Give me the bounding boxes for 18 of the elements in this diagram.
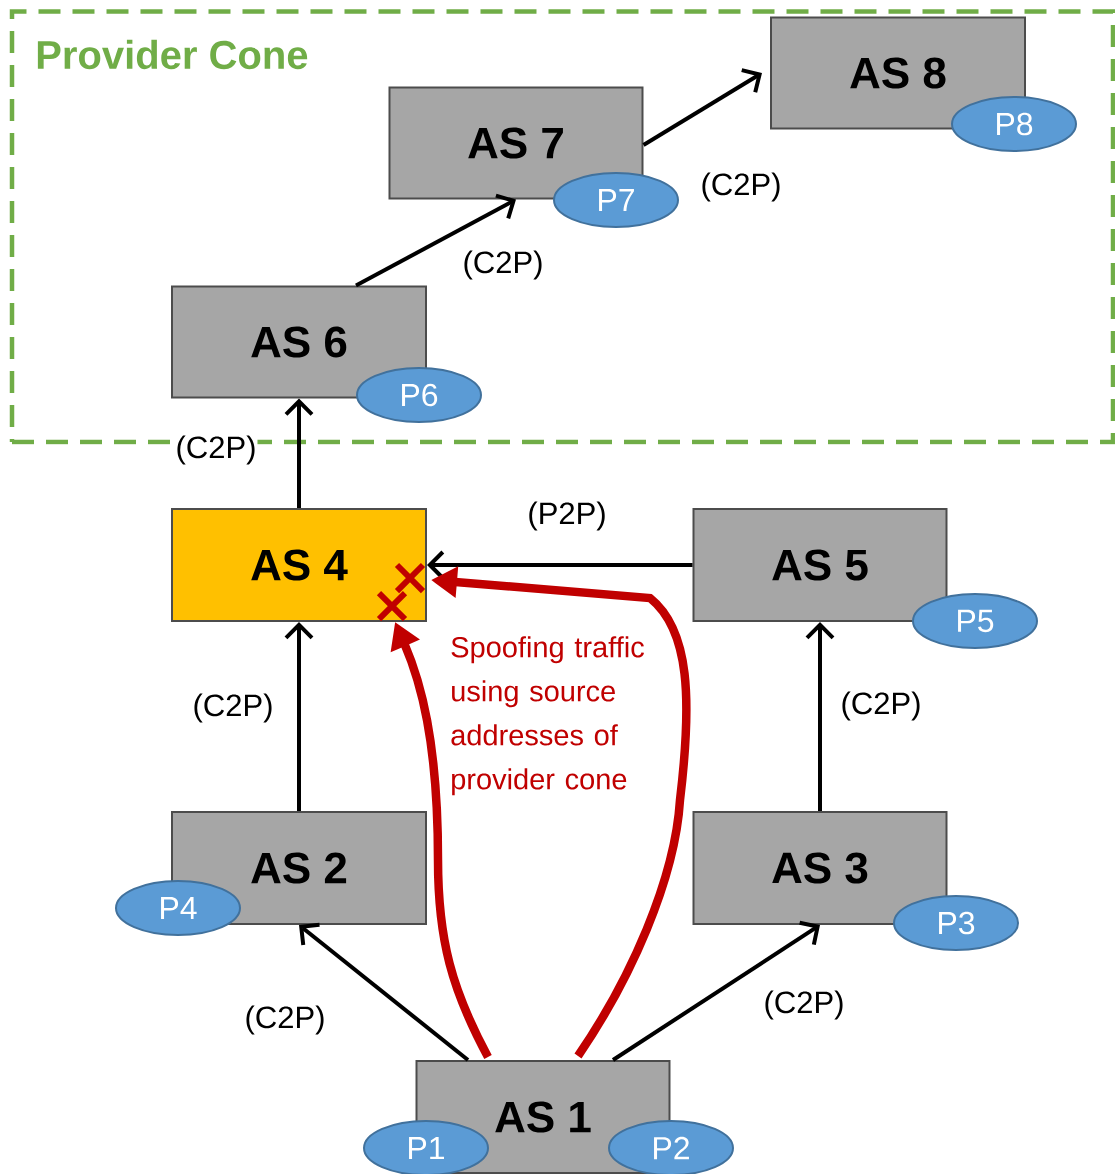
edge-label: (C2P) [174,434,258,466]
edge-label: (C2P) [243,1004,327,1036]
edge-label: (C2P) [699,171,783,203]
as-box: AS 5 [692,508,948,622]
edge-label: (C2P) [762,989,846,1021]
arrow [355,193,516,288]
as-box: AS 4 [171,508,427,622]
annotation-text: Spoofing traffic using source addresses of provider cone [451,636,644,796]
arrow [611,920,820,1062]
arrow [299,922,470,1062]
edge-label: (P2P) [526,500,608,532]
edge-label: (C2P) [191,692,275,724]
edge-label: (C2P) [461,249,545,281]
arrow [642,68,762,147]
arrow [284,398,314,508]
edge-label: (C2P) [839,690,923,722]
arrow [284,622,314,811]
arrow [805,622,835,811]
